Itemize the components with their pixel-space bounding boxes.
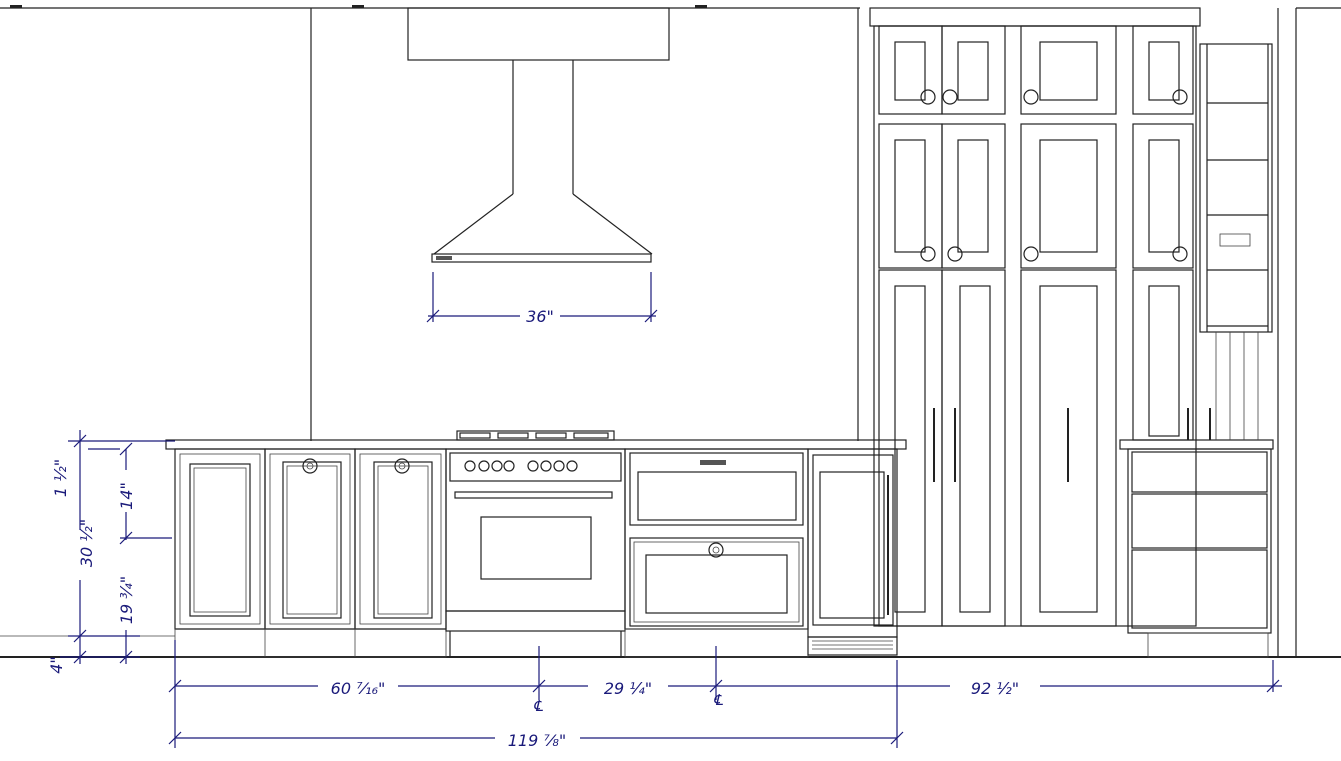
right-wall: [1277, 7, 1341, 657]
label-upper-drawer-height: 14": [117, 482, 136, 510]
centerline-symbol-range: ℄: [533, 697, 543, 715]
label-toe-kick-height: 4": [47, 656, 66, 674]
range: [445, 430, 626, 657]
base-cabinet-left: [174, 448, 447, 658]
tall-pantry-cabinets: [869, 7, 1211, 627]
countertop: [165, 439, 1274, 450]
label-hood-width: 36": [526, 307, 554, 326]
range-hood: [407, 7, 670, 263]
label-center-run: 29 ¼": [604, 679, 652, 698]
dimension-row-1: 60 ⁷⁄₁₆" 29 ¼" 92 ½" ℄ ℄: [168, 640, 1282, 748]
centerline-symbol-microwave: ℄: [713, 691, 723, 709]
label-total-run: 119 ⅞": [508, 731, 567, 750]
dimension-vertical-left: 1 ½" 30 ½" 14" 19 ¾" 4": [47, 430, 175, 674]
label-counter-height: 30 ½": [77, 519, 96, 567]
beverage-fridge: [807, 448, 898, 656]
label-lower-drawer-height: 19 ¾": [117, 576, 136, 624]
backsplash-panel: [310, 8, 859, 441]
label-right-run: 92 ½": [971, 679, 1019, 698]
label-left-run: 60 ⁷⁄₁₆": [331, 679, 386, 698]
label-countertop-thickness: 1 ½": [51, 459, 70, 497]
open-shelving: [1199, 43, 1273, 440]
base-drawers-right: [1127, 448, 1272, 658]
dimension-hood-width: 36": [426, 272, 658, 326]
microwave-drawer-cabinet: [624, 448, 809, 658]
dimension-row-2: 119 ⅞": [168, 660, 904, 750]
